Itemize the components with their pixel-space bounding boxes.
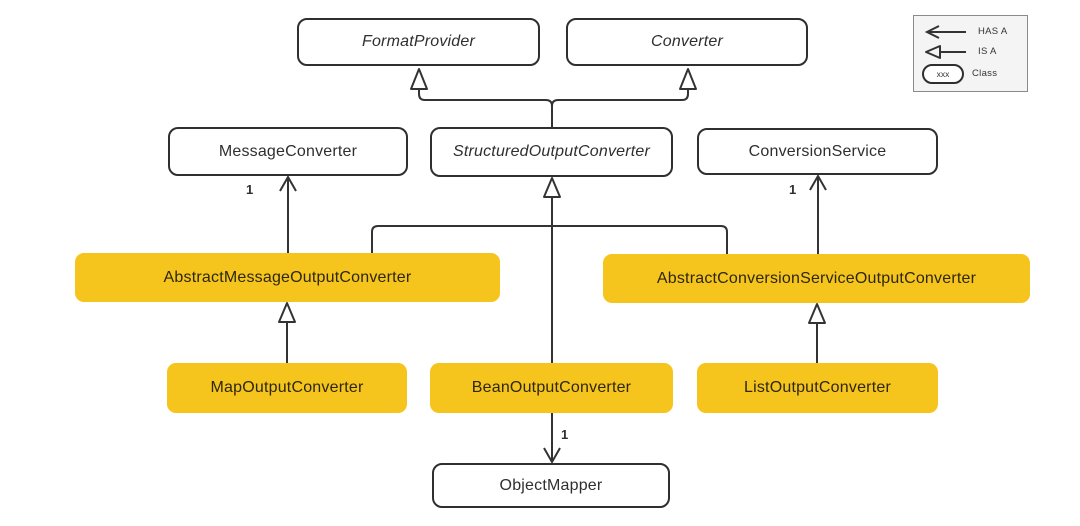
multiplicity-label-conversionservice: 1 <box>789 182 797 197</box>
legend-class-sample-box: xxx <box>922 63 964 84</box>
hasa-arrowhead-objectmapper-icon <box>543 447 561 465</box>
isa-edge-bracket-abstract-converters <box>371 225 728 254</box>
legend-class-sample-text: xxx <box>936 68 950 79</box>
legend-is-a-label: IS A <box>978 46 997 57</box>
isa-edge-soc-formatprovider <box>418 89 553 127</box>
legend-class-label: Class <box>972 68 998 79</box>
node-abstract-message-output-converter: AbstractMessageOutputConverter <box>75 253 500 302</box>
node-map-output-converter: MapOutputConverter <box>167 363 407 413</box>
multiplicity-label-objectmapper: 1 <box>561 427 569 442</box>
has-a-arrow-icon <box>924 24 966 39</box>
isa-arrowhead-converter-icon <box>679 68 697 90</box>
legend-row-has-a: HAS A <box>922 24 1019 40</box>
legend-row-is-a: IS A <box>922 44 1019 60</box>
isa-edge-soc-converter <box>551 89 689 127</box>
hasa-arrowhead-messageconverter-icon <box>279 174 297 192</box>
node-list-output-converter: ListOutputConverter <box>697 363 938 413</box>
node-object-mapper: ObjectMapper <box>432 463 670 508</box>
multiplicity-label-messageconverter: 1 <box>246 182 254 197</box>
node-conversion-service: ConversionService <box>697 128 938 175</box>
isa-arrowhead-formatprovider-icon <box>410 68 428 90</box>
node-structured-output-converter: StructuredOutputConverter <box>430 127 673 177</box>
legend-row-class: xxx Class <box>922 63 1019 84</box>
isa-arrowhead-abstractmessageoutputconverter-icon <box>278 302 296 323</box>
node-format-provider: FormatProvider <box>297 18 540 66</box>
node-converter: Converter <box>566 18 808 66</box>
isa-arrowhead-abstractconversionserviceoutputconverter-icon <box>808 303 826 324</box>
node-abstract-conversion-service-output-converter: AbstractConversionServiceOutputConverter <box>603 254 1030 303</box>
legend-has-a-label: HAS A <box>978 26 1008 37</box>
is-a-arrow-icon <box>925 44 966 59</box>
hasa-arrowhead-conversionservice-icon <box>809 173 827 191</box>
legend: HAS A IS A xxx Class <box>913 15 1028 92</box>
isa-arrowhead-structuredoutputconverter-icon <box>543 177 561 198</box>
node-message-converter: MessageConverter <box>168 127 408 176</box>
node-bean-output-converter: BeanOutputConverter <box>430 363 673 413</box>
